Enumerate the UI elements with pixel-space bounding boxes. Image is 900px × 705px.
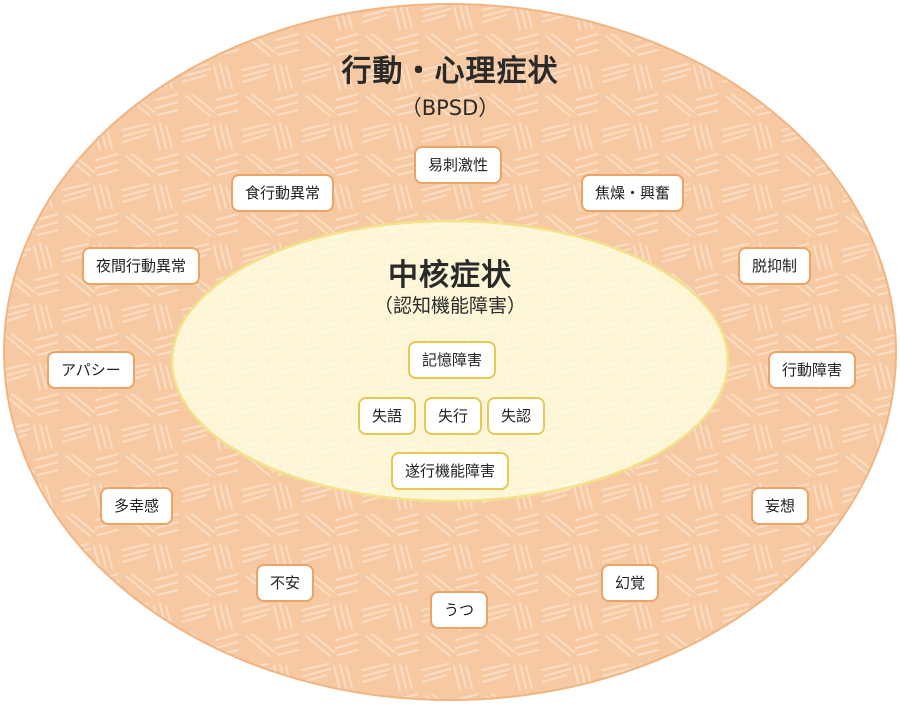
core-item-apraxia: 失行: [424, 397, 483, 435]
core-item-executive-dysfunction: 遂行機能障害: [391, 452, 510, 490]
bpsd-item-anxiety: 不安: [256, 564, 315, 602]
bpsd-item-agitation-excitement: 焦燥・興奮: [581, 174, 685, 212]
bpsd-item-eating-behavior-abnormality: 食行動異常: [231, 174, 335, 212]
bpsd-item-depression: うつ: [430, 591, 489, 629]
bpsd-item-disinhibition: 脱抑制: [738, 247, 812, 285]
bpsd-item-irritability: 易刺激性: [414, 146, 503, 184]
core-symptoms-title: 中核症状: [388, 258, 512, 293]
bpsd-subtitle: （BPSD）: [400, 96, 500, 120]
bpsd-item-nocturnal-behavior-abnormality: 夜間行動異常: [82, 247, 201, 285]
core-item-agnosia: 失認: [487, 397, 546, 435]
core-item-aphasia: 失語: [358, 397, 417, 435]
core-item-memory-impairment: 記憶障害: [408, 341, 497, 379]
bpsd-item-apathy: アパシー: [47, 351, 135, 389]
bpsd-title: 行動・心理症状: [341, 54, 559, 89]
bpsd-item-euphoria: 多幸感: [100, 487, 174, 525]
core-symptoms-subtitle: （認知機能障害）: [373, 295, 526, 317]
bpsd-item-delusion: 妄想: [751, 487, 810, 525]
bpsd-item-behavior-disorder: 行動障害: [768, 351, 857, 389]
bpsd-item-hallucination: 幻覚: [601, 564, 660, 602]
